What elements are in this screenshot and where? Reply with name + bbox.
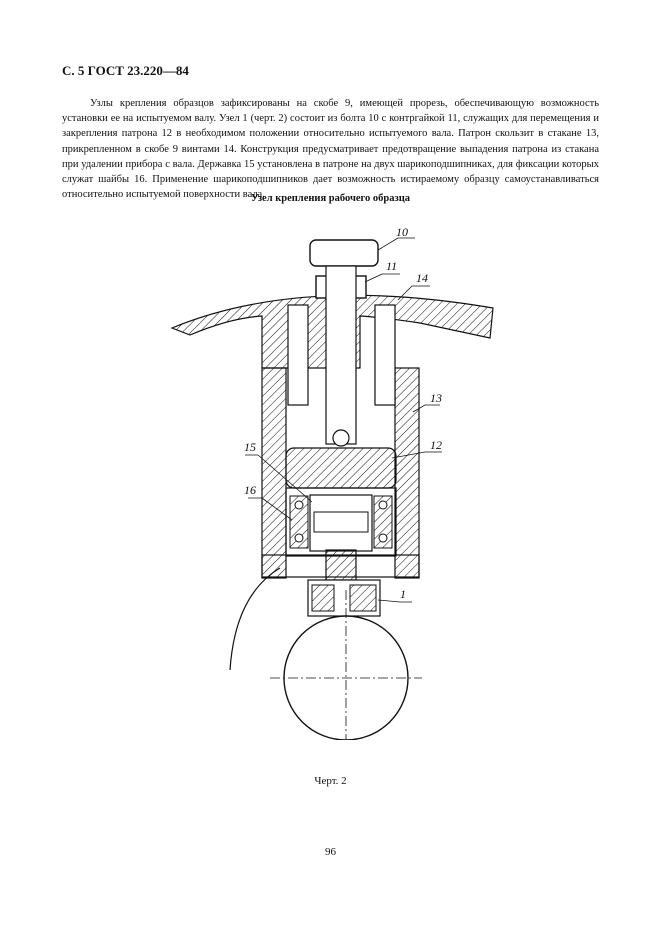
figure-title: Узел крепления рабочего образца [250, 193, 411, 204]
bearings-16 [289, 495, 393, 549]
callout-10: 10 [396, 225, 408, 239]
chuck-12 [285, 447, 397, 557]
paragraph-text: Узлы крепления образцов зафиксированы на… [62, 98, 599, 201]
technical-drawing: 10 11 14 13 15 12 16 1 [170, 225, 494, 740]
screw-14-right [374, 304, 396, 406]
holder-15 [309, 494, 373, 552]
callout-1: 1 [400, 587, 406, 601]
bolt-10-head [309, 239, 379, 267]
figure-caption: Черт. 2 [314, 775, 347, 787]
callout-15: 15 [244, 440, 256, 454]
page-number: 96 [325, 846, 336, 858]
bolt-10-shaft [325, 265, 357, 445]
shaft-arc [229, 567, 281, 671]
test-shaft [270, 590, 422, 740]
callout-12: 12 [430, 438, 442, 452]
specimen-assembly-1 [307, 549, 381, 617]
screw-14-left [287, 304, 309, 406]
callout-13: 13 [430, 391, 442, 405]
callout-lines [245, 237, 442, 603]
callout-14: 14 [416, 271, 428, 285]
document-header: С. 5 ГОСТ 23.220—84 [62, 63, 189, 78]
callout-16: 16 [244, 483, 256, 497]
sleeve-13 [261, 367, 420, 579]
callout-11: 11 [386, 259, 397, 273]
body-paragraph: Узлы крепления образцов зафиксированы на… [62, 96, 599, 202]
